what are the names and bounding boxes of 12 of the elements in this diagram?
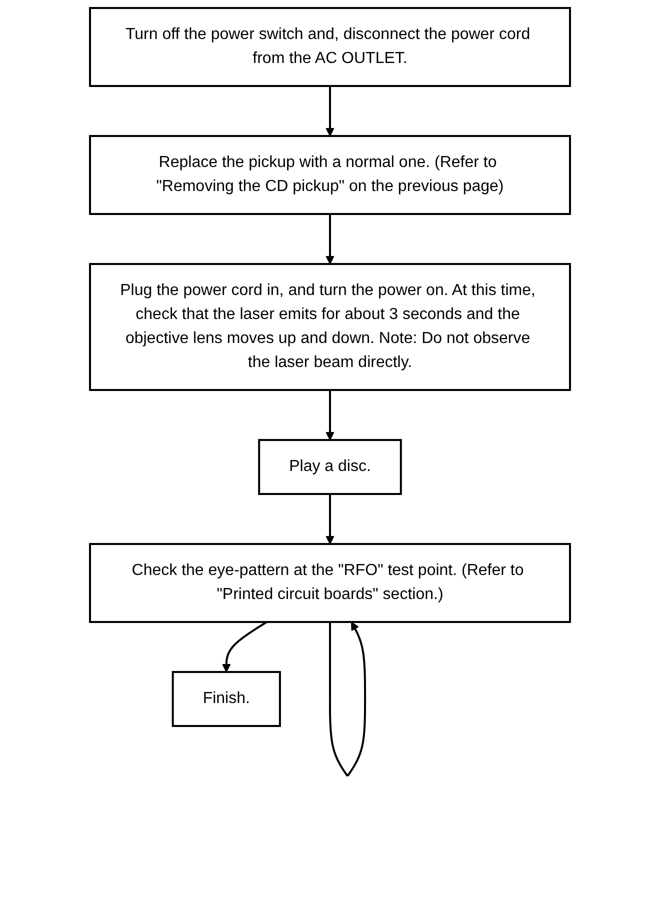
arrow <box>329 622 366 777</box>
arrow <box>326 390 334 440</box>
arrow <box>326 494 334 544</box>
arrow <box>222 621 268 672</box>
node-box: Play a disc. <box>258 439 402 495</box>
node-box: Turn off the power switch and, disconnect the power cord from the AC OUTLET. <box>89 7 571 87</box>
arrow <box>326 214 334 264</box>
node-box: Replace the pickup with a normal one. (Refer to "Removing the CD pickup" on the previous page) <box>89 135 571 215</box>
node-box: Plug the power cord in, and turn the power on. At this time, check that the laser emits for about 3 seconds and the objective lens moves up and down. Note: Do not observe the laser beam directly. <box>89 263 571 391</box>
node-box: Check the eye-pattern at the "RFO" test point. (Refer to "Printed circuit boards" section.) <box>89 543 571 623</box>
arrow <box>326 86 334 136</box>
node-box: Finish. <box>172 671 281 727</box>
